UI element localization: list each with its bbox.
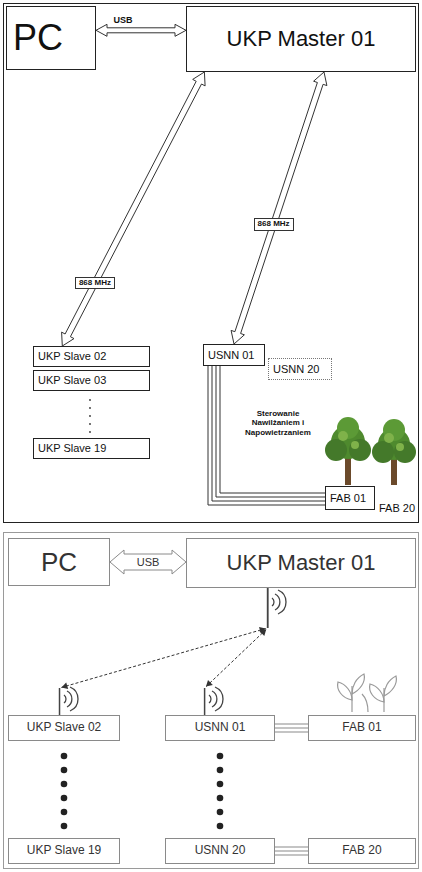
usb-link [96,24,186,36]
node-text: FAB 20 [342,844,381,857]
node-text: UKP Master 01 [227,551,376,575]
node-text: USNN 01 [208,349,254,361]
node-text: UKP Slave 03 [38,374,106,386]
node-text: UKP Slave 02 [38,350,106,362]
fab-box: FAB 01 [325,486,375,510]
node-text: UKP Slave 02 [27,721,102,734]
node-text: USNN 20 [273,363,319,375]
antenna-icon [272,590,286,614]
panel-frame [4,533,419,869]
edge-label: Sterowanie Nawilżaniem i Napowietrzaniem [238,409,318,438]
computer-box: PC [8,538,110,586]
node-text: FAB 01 [342,721,381,734]
control-wires [275,724,308,732]
usb-link [110,550,186,574]
controller-box: USNN 20 [268,358,332,380]
node-text: UKP Master 01 [227,27,376,51]
ellipsis-dots [89,399,91,433]
control-wires [208,366,325,505]
computer-box: PC [6,6,96,70]
slave-unit-box: UKP Slave 03 [33,370,150,391]
edge-label: USB [112,16,135,26]
controller-box: USNN 01 [203,344,265,366]
controller-box: USNN 01 [165,715,275,741]
fab-box: FAB 20 [308,838,416,864]
slave-unit-box: UKP Slave 19 [33,438,150,459]
edge-label: 868 MHz [75,277,115,290]
radio-link [231,72,327,344]
node-text: UKP Slave 19 [38,442,106,454]
control-wires [275,847,308,855]
unit-label: FAB 20 [379,502,415,514]
node-text: USNN 20 [195,844,246,857]
edge-label: USB [135,557,162,568]
antenna-icon [64,687,78,711]
master-unit-box: UKP Master 01 [186,6,416,72]
edge-label: 868 MHz [254,218,294,231]
slave-unit-box: UKP Slave 02 [33,346,150,367]
ellipsis-dots [61,753,224,830]
node-text: FAB 01 [330,492,366,504]
antenna-icon [209,687,223,711]
panel-frame [4,4,419,523]
master-unit-box: UKP Master 01 [186,538,416,588]
controller-box: USNN 20 [165,838,275,864]
fab-box: FAB 01 [308,715,416,741]
radio-link [205,588,268,715]
node-text: UKP Slave 19 [27,844,102,857]
slave-unit-box: UKP Slave 19 [8,838,120,864]
radio-link [62,72,206,346]
plant-icon [338,674,397,712]
radio-link [60,588,268,715]
node-text: USNN 01 [195,721,246,734]
node-text: PC [13,18,63,58]
slave-unit-box: UKP Slave 02 [8,715,120,741]
node-text: PC [41,548,77,577]
tree-illustration [325,417,416,485]
